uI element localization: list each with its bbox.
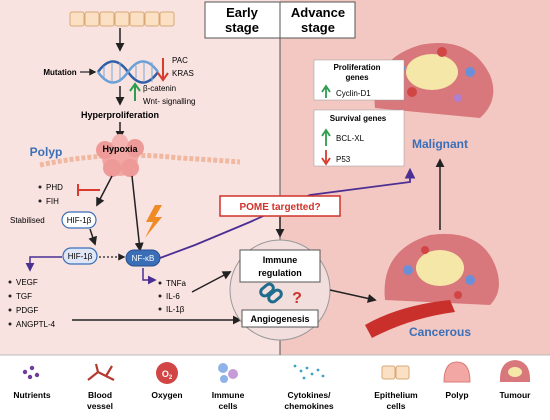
legend-label-blood-vessel-line1: Blood: [88, 390, 112, 400]
wnt-signalling-label: Wnt- signalling: [143, 97, 195, 106]
blood-vessel-icon: [87, 363, 115, 381]
pome-box: [219, 195, 341, 217]
survival-genes-title: Survival genes: [330, 114, 387, 123]
bclxl-up-arrow-icon: [321, 128, 331, 137]
legend-label-blood-vessel-line2: vessel: [87, 401, 113, 411]
tnfa-label: TNFa: [166, 279, 187, 288]
advance-stage-line2: stage: [301, 20, 335, 35]
hif-node: [62, 247, 98, 265]
dna-helix-icon: [96, 60, 160, 84]
polyp-icon: [443, 361, 471, 383]
angiogenesis-label: Angiogenesis: [250, 314, 309, 324]
legend-label-oxygen: Oxygen: [151, 390, 182, 400]
cyclin-d1-label: Cyclin-D1: [336, 89, 371, 98]
legend-label-immune-cells-line1: Immune: [212, 390, 245, 400]
p53-label: P53: [336, 155, 351, 164]
hypoxia-label: Hypoxia: [102, 144, 138, 154]
link-icon: [259, 282, 283, 304]
pome-label: POME targetted?: [239, 202, 320, 213]
bclxl-label: BCL-XL: [336, 134, 365, 143]
hif-stabilised-node: [61, 211, 97, 229]
angiogenesis-box: [241, 309, 319, 328]
proliferation-title-line2: genes: [345, 73, 369, 82]
svg-text:O2: O2: [162, 369, 173, 381]
legend-label-immune-cells-line2: cells: [219, 401, 238, 411]
legend-label-cytokines-line1: Cytokines/: [288, 390, 332, 400]
angptl4-label: ANGPTL-4: [16, 320, 56, 329]
early-stage-line1: Early: [226, 5, 259, 20]
legend-label-cytokines-line2: chemokines: [284, 401, 333, 411]
kras-label: KRAS: [172, 69, 194, 78]
epithelium-cells-icon: [381, 365, 410, 380]
beta-catenin-label: β-catenin: [143, 84, 176, 93]
epithelium-cells-row: [69, 11, 175, 27]
cancerous-label: Cancerous: [409, 325, 471, 339]
immune-regulation-line2: regulation: [258, 268, 302, 278]
legend-label-polyp: Polyp: [445, 390, 468, 400]
mutation-label: Mutation: [43, 68, 76, 77]
tgf-label: TGF: [16, 292, 32, 301]
cancerous-tumour-icon: [384, 233, 499, 305]
early-stage-line2: stage: [225, 20, 259, 35]
fih-label: FIH: [46, 197, 59, 206]
lightning-icon: [145, 205, 162, 238]
cytokines-icon: [293, 364, 325, 380]
question-mark: ?: [292, 290, 302, 307]
cyclin-up-arrow-icon: [321, 84, 331, 93]
hif-label: HIF-1β: [68, 252, 93, 261]
immune-cells-icon: [218, 363, 238, 383]
legend-panel: [0, 355, 550, 420]
legend-label-tumour: Tumour: [499, 390, 531, 400]
immune-regulation-box: [239, 249, 321, 283]
phd-label: PHD: [46, 183, 63, 192]
immune-regulation-line1: Immune: [263, 255, 298, 265]
proliferation-title-line1: Proliferation: [333, 63, 380, 72]
nutrients-icon: [22, 365, 40, 380]
hyperproliferation-label: Hyperproliferation: [81, 110, 159, 120]
polyp-label: Polyp: [30, 145, 63, 159]
legend-label-nutrients: Nutrients: [13, 390, 51, 400]
il1b-label: IL-1β: [166, 305, 185, 314]
legend-label-epithelium-cells-line1: Epithelium: [374, 390, 418, 400]
p53-down-arrow-icon: [321, 157, 331, 166]
polyp-mass-icon: [96, 134, 144, 177]
nfkb-label: NF-κB: [132, 254, 155, 263]
legend-label-epithelium-cells-line2: cells: [387, 401, 406, 411]
hif-stabilised-label: HIF-1β: [67, 216, 92, 225]
inhibit-icon: [77, 184, 100, 196]
vegf-label: VEGF: [16, 278, 38, 287]
pdgf-label: PDGF: [16, 306, 38, 315]
proliferation-genes-box: [313, 59, 405, 101]
pac-label: PAC: [172, 56, 188, 65]
oxygen-icon: O2: [156, 362, 178, 384]
tumour-icon: [499, 360, 531, 382]
epithelium-layer: [39, 152, 241, 168]
il6-label: IL-6: [166, 292, 180, 301]
stabilised-label: Stabilised: [10, 216, 45, 225]
blood-vessel-in-tumour: [365, 300, 455, 338]
advance-stage-line1: Advance: [291, 5, 345, 20]
malignant-label: Malignant: [412, 137, 468, 151]
survival-genes-box: [313, 109, 405, 167]
